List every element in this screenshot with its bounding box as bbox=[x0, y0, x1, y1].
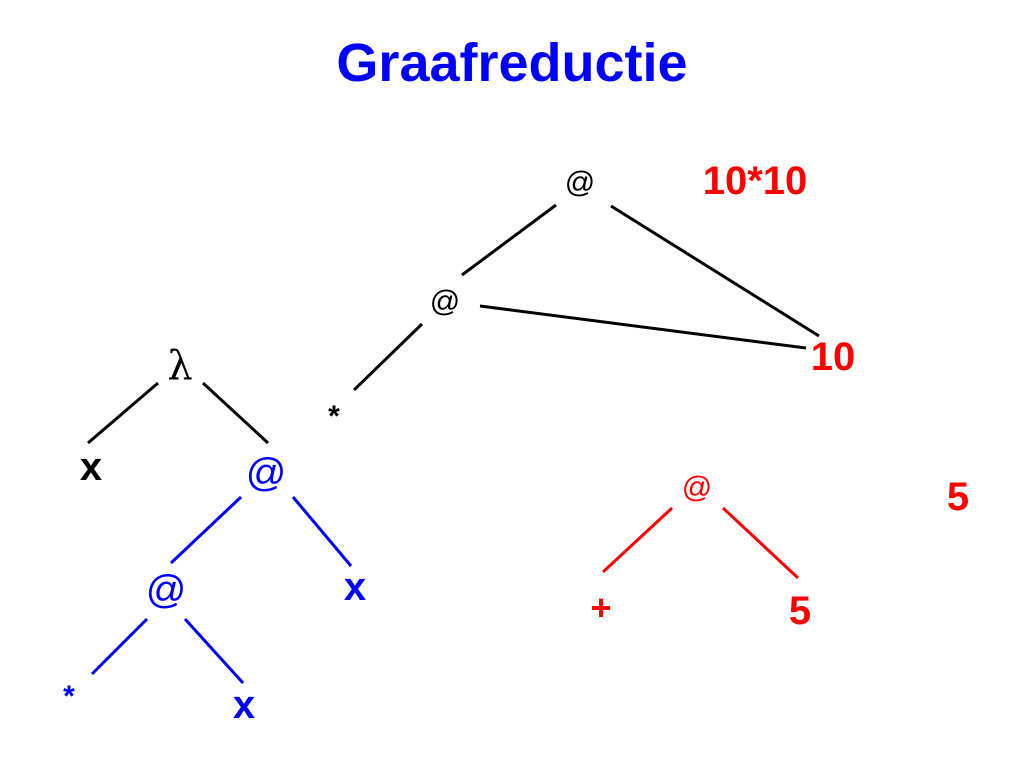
node-star-blue: * bbox=[63, 680, 75, 713]
edge-root-to-10 bbox=[610, 204, 820, 338]
node-plus: + bbox=[590, 587, 611, 628]
node-10: 10 bbox=[811, 335, 856, 379]
red-tree: @ + 5 5 bbox=[590, 471, 969, 633]
edge-inner-app-to-x bbox=[183, 617, 245, 685]
node-param-x: x bbox=[80, 445, 102, 489]
node-inner-app: @ bbox=[430, 285, 460, 318]
top-graph: @ @ * 10 10*10 bbox=[328, 159, 855, 433]
node-red-app: @ bbox=[682, 471, 712, 504]
node-star: * bbox=[328, 400, 340, 433]
lambda-tree: λ x @ @ x * x bbox=[63, 343, 366, 727]
edge-inner-app-to-star bbox=[90, 617, 149, 676]
node-x-outer: x bbox=[344, 565, 366, 609]
node-inner-app-blue: @ bbox=[146, 568, 187, 612]
value-5: 5 bbox=[947, 475, 969, 519]
edge-root-to-inner-app bbox=[461, 203, 557, 277]
node-lambda: λ bbox=[167, 343, 192, 389]
edge-red-app-to-plus bbox=[601, 506, 674, 574]
edge-body-app-to-inner-app bbox=[169, 495, 243, 565]
label-10-times-10: 10*10 bbox=[703, 159, 808, 203]
node-red-5: 5 bbox=[789, 589, 811, 633]
node-x-inner: x bbox=[233, 683, 255, 727]
node-body-app: @ bbox=[246, 451, 287, 495]
edge-inner-app-to-10 bbox=[479, 304, 807, 350]
edge-body-app-to-x bbox=[291, 496, 353, 567]
page-title: Graafreductie bbox=[336, 33, 688, 93]
edge-inner-app-to-star bbox=[352, 322, 424, 392]
edge-lambda-to-x bbox=[87, 381, 159, 445]
edge-lambda-to-body bbox=[201, 381, 270, 445]
node-root-app: @ bbox=[565, 166, 595, 199]
edge-red-app-to-5 bbox=[721, 506, 800, 580]
